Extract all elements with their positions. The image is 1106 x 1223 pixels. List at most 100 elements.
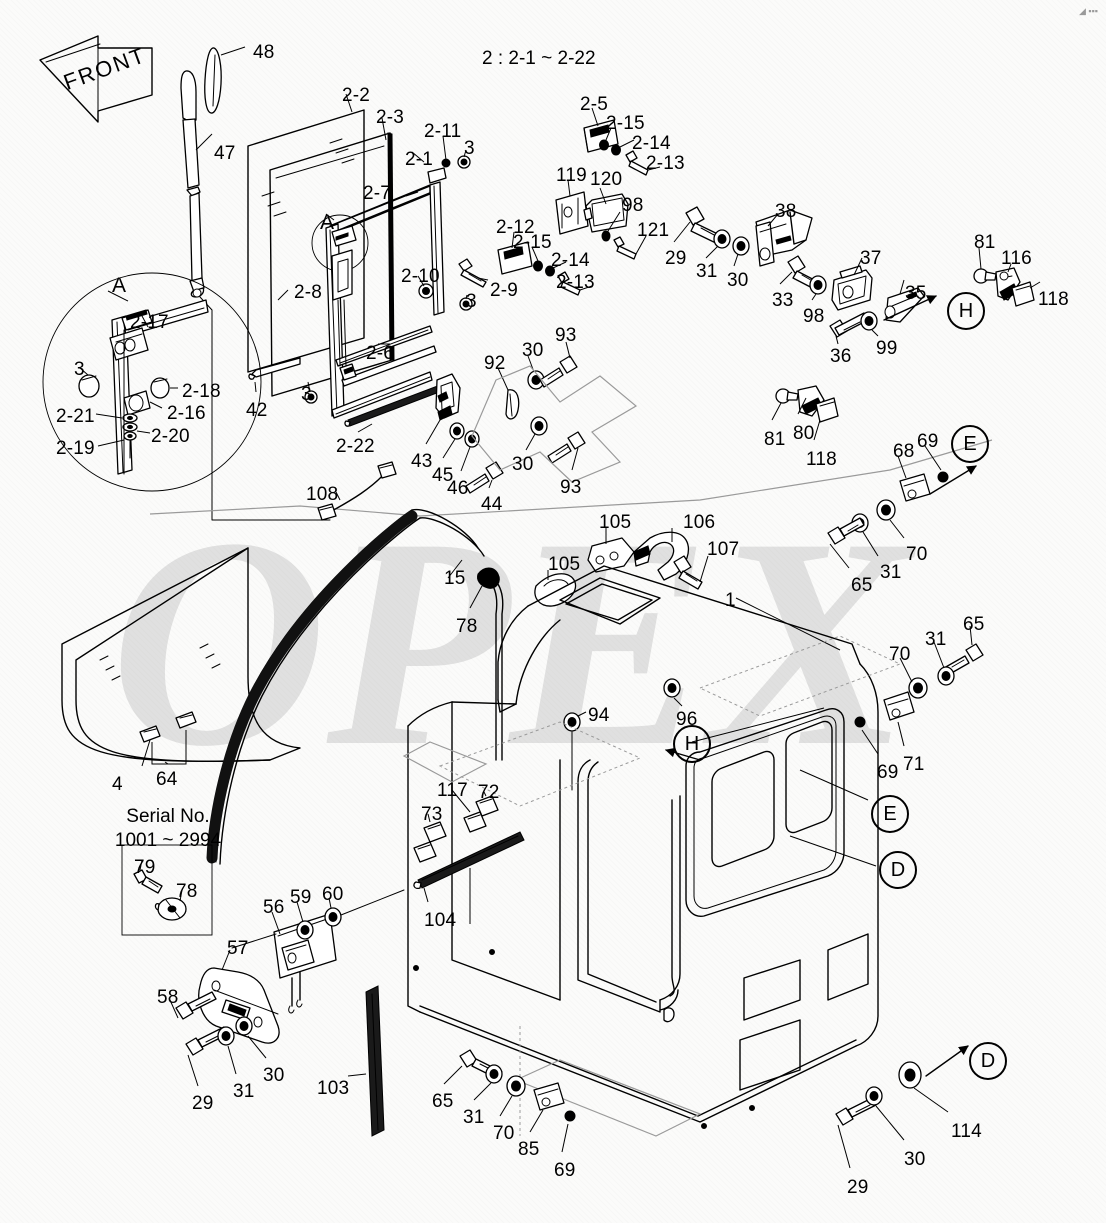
pin-2-11: [441, 158, 451, 168]
callout-78-serial: 78: [176, 881, 198, 902]
callout-31: 31: [463, 1107, 485, 1128]
callout-2-21: 2-21: [56, 406, 95, 427]
section-mark-h-1: H: [947, 292, 985, 330]
section-mark-e-2: E: [871, 795, 909, 833]
washer-70-c: [506, 1075, 526, 1097]
pin-69-c: [564, 1110, 576, 1122]
bolt-2-9: [458, 258, 487, 288]
bolt-58: [175, 991, 217, 1020]
bolt-121: [613, 236, 637, 260]
callout-65: 65: [963, 614, 985, 635]
callout-69: 69: [877, 762, 899, 783]
front-direction-arrow: [39, 35, 153, 123]
detail-letter-a-big: A: [112, 274, 127, 297]
callout-30: 30: [904, 1149, 926, 1170]
grommet-2-10: [418, 283, 434, 299]
section-mark-d-2: D: [969, 1042, 1007, 1080]
bracket-2-5: [583, 119, 619, 153]
callout-43: 43: [411, 451, 433, 472]
callout-70: 70: [889, 644, 911, 665]
callout-2-2: 2-2: [342, 85, 371, 106]
pin-69-b: [854, 716, 866, 728]
windshield-glass-2-2: [247, 109, 365, 373]
callout-35: 35: [905, 283, 927, 304]
callout-72: 72: [478, 782, 500, 803]
bracket-68: [899, 473, 931, 502]
callout-73: 73: [421, 804, 443, 825]
callout-2-1: 2-1: [405, 149, 434, 170]
pin-81-lower: [775, 388, 799, 404]
callout-1: 1: [725, 590, 736, 611]
callout-37: 37: [860, 248, 882, 269]
bolt-36: [829, 312, 869, 338]
callout-30: 30: [727, 270, 749, 291]
washer-31-c: [485, 1064, 503, 1084]
cap-3-upper: [457, 155, 471, 169]
bolt-93-b: [547, 431, 586, 464]
pad-118-right: [1011, 281, 1035, 307]
callout-2-12: 2-12: [496, 217, 535, 238]
door-glass-4: [61, 547, 301, 762]
latch-43: [435, 373, 461, 421]
clip-64-a: [139, 725, 161, 743]
callout-3: 3: [466, 291, 477, 312]
pin-81-upper: [973, 268, 997, 284]
callout-117: 117: [437, 780, 468, 801]
callout-2-8: 2-8: [294, 282, 323, 303]
washer-46: [464, 430, 480, 448]
callout-31: 31: [233, 1081, 255, 1102]
callout-2-13: 2-13: [556, 272, 595, 293]
callout-78: 78: [456, 616, 478, 637]
callout-65: 65: [851, 575, 873, 596]
callout-2-10: 2-10: [401, 266, 440, 287]
callout-96: 96: [676, 709, 698, 730]
hinge-38: [755, 209, 813, 267]
washer-78: [154, 897, 187, 921]
wiper-blade-48: [204, 47, 222, 114]
clip-117-a: [463, 811, 487, 833]
bolt-65-a: [827, 517, 865, 545]
callout-30: 30: [512, 454, 534, 475]
callout-2-15: 2-15: [513, 232, 552, 253]
callout-58: 58: [157, 987, 179, 1008]
callout-2-14: 2-14: [632, 133, 671, 154]
callout-93: 93: [560, 477, 582, 498]
grommet-94: [563, 712, 581, 732]
washer-30-upper: [732, 236, 750, 256]
seal-42: [248, 357, 301, 380]
callout-85: 85: [518, 1139, 540, 1160]
latch-lower-small: [339, 363, 357, 381]
cab-body-1: [407, 565, 879, 1129]
clip-73-a: [423, 821, 447, 843]
callout-103: 103: [317, 1078, 350, 1099]
serial-no-caption: Serial No. 1001 ~ 2994: [114, 806, 222, 851]
bracket-85: [533, 1082, 565, 1111]
door-seal-15: [209, 508, 485, 865]
cap-92: [505, 389, 520, 420]
callout-92: 92: [484, 353, 506, 374]
bracket-105-b: [534, 573, 577, 607]
washer-2-14-a: [611, 144, 621, 156]
callout-93: 93: [555, 325, 577, 346]
washer-31-b: [937, 666, 955, 686]
callout-104: 104: [424, 910, 457, 931]
callout-30: 30: [522, 340, 544, 361]
block-37: [831, 265, 873, 311]
pin-69-a: [937, 471, 949, 483]
washer-114: [898, 1061, 922, 1089]
washer-59: [296, 920, 314, 940]
lamp-120: [583, 193, 629, 233]
callout-31: 31: [925, 629, 947, 650]
callout-121: 121: [637, 220, 670, 241]
callout-45: 45: [432, 465, 454, 486]
callout-33: 33: [772, 290, 794, 311]
washer-30-a: [527, 370, 545, 390]
callout-99: 99: [876, 338, 898, 359]
wiper-arm-47: [180, 70, 205, 298]
callout-56: 56: [263, 897, 285, 918]
callout-2-11: 2-11: [424, 121, 462, 142]
callout-65: 65: [432, 1091, 454, 1112]
callout-94: 94: [588, 705, 610, 726]
callout-116: 116: [1001, 248, 1032, 269]
